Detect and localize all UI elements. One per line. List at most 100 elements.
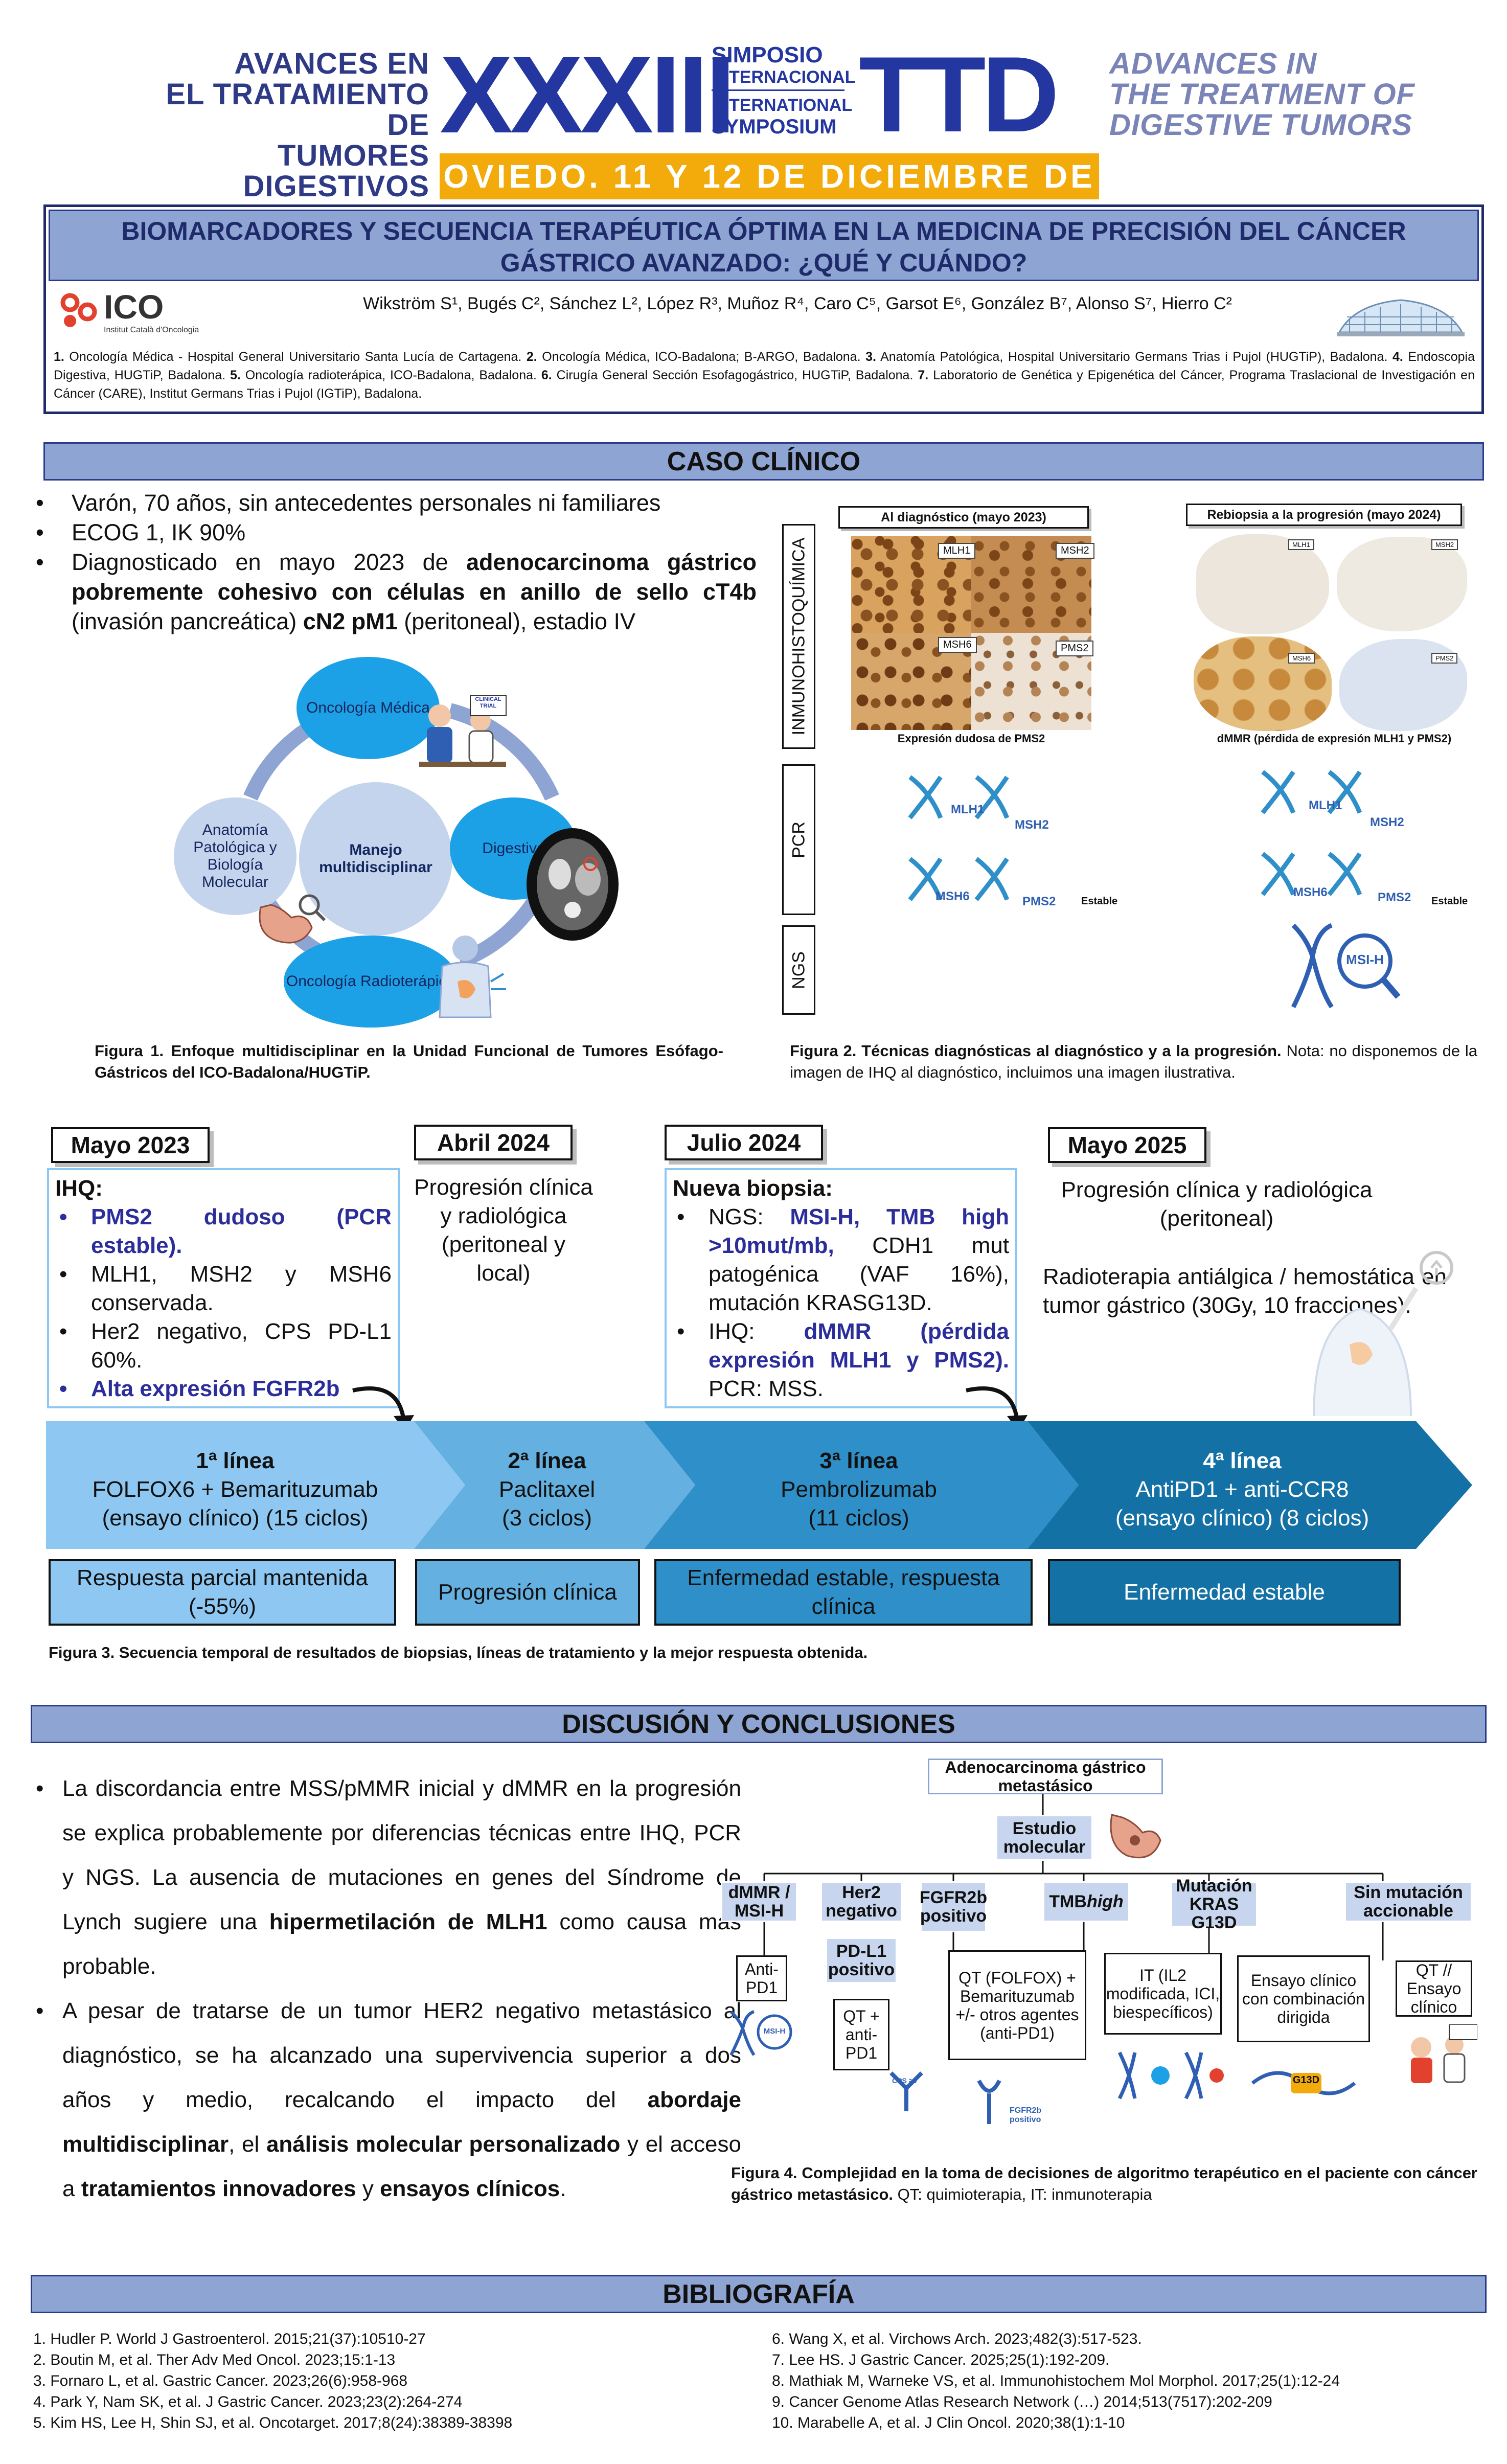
band-line-4 bbox=[1028, 1421, 1472, 1549]
timeline-event-may-2023: IHQ: PMS2 dudoso (PCR estable). MLH1, MS… bbox=[47, 1168, 400, 1408]
poster-title: BIOMARCADORES Y SECUENCIA TERAPÉUTICA ÓP… bbox=[49, 210, 1479, 281]
line-drug: Pembrolizumab bbox=[781, 1477, 937, 1502]
timeline-date-may-2023: Mayo 2023 bbox=[51, 1127, 210, 1163]
line-detail: (3 ciclos) bbox=[501, 1505, 592, 1531]
discussion-text-bold: abordaje multidisciplinar bbox=[62, 2087, 741, 2157]
simposio-line: SYMPOSIUM bbox=[712, 116, 837, 138]
band-line-1 bbox=[46, 1421, 465, 1549]
title-line: BIOMARCADORES Y SECUENCIA TERAPÉUTICA ÓP… bbox=[121, 217, 1406, 245]
header-right-text: ADVANCES IN THE TREATMENT OF DIGESTIVE T… bbox=[1109, 49, 1416, 141]
flow-her2: Her2 negativo bbox=[820, 1881, 902, 1922]
clinical-trial-icon bbox=[1411, 2024, 1477, 2083]
event-heading: IHQ: bbox=[55, 1176, 103, 1201]
stomach-icon bbox=[1110, 1814, 1161, 1859]
response-line-4: Enfermedad estable bbox=[1048, 1559, 1401, 1626]
affil-num: 6. bbox=[541, 368, 552, 382]
case-bullet: Varón, 70 años, sin antecedentes persona… bbox=[31, 488, 757, 518]
timeline-event-may-2025-b: Radioterapia antiálgica / hemostática en… bbox=[1043, 1264, 1447, 1318]
case-text: (invasión pancreática) bbox=[72, 608, 303, 634]
treatment-lines-band bbox=[46, 1421, 1472, 1549]
flow-out-qt-ensayo: QT // Ensayo clínico bbox=[1396, 1960, 1472, 2017]
timeline-date-jul-2024: Julio 2024 bbox=[665, 1125, 823, 1160]
pcr-label-mlh1: MLH1 bbox=[1309, 798, 1342, 812]
affil-text: Oncología radioterápica, ICO-Badalona, B… bbox=[240, 368, 541, 382]
ihc-label-mlh1: MLH1 bbox=[1288, 539, 1314, 550]
ihc-tissue bbox=[1194, 636, 1332, 731]
flow-tmb-label: TMB bbox=[1049, 1892, 1087, 1911]
line-detail: (ensayo clínico) (8 ciclos) bbox=[1115, 1505, 1369, 1531]
antibody-icon bbox=[889, 2071, 923, 2111]
figure-2-caption-bold: Figura 2. Técnicas diagnósticas al diagn… bbox=[790, 1042, 1282, 1060]
event-item: PMS2 dudoso (PCR estable). bbox=[55, 1203, 392, 1260]
reference-item: 4. Park Y, Nam SK, et al. J Gastric Canc… bbox=[33, 2393, 463, 2410]
cps-label: CPS ≥5 bbox=[892, 2077, 917, 2085]
fgfr2b-receptor-icon bbox=[977, 2080, 1001, 2124]
title-line: GÁSTRICO AVANZADO: ¿QUÉ Y CUÁNDO? bbox=[500, 248, 1028, 277]
event-item: Alta expresión FGFR2b bbox=[55, 1375, 392, 1403]
affil-text: Endoscopia Digestiva, HUGTiP, Badalona. bbox=[54, 350, 1475, 382]
flow-fgfr2b: FGFR2b positivo bbox=[920, 1881, 987, 1932]
flow-pdl1: PD-L1 positivo bbox=[826, 1937, 897, 1983]
ihc-label-msh6: MSH6 bbox=[938, 637, 977, 653]
figure-1-caption: Figura 1. Enfoque multidisciplinar en la… bbox=[95, 1040, 723, 1083]
treatment-line-3: 3ª línea Pembrolizumab (11 ciclos) bbox=[700, 1447, 1017, 1533]
discussion-text: como causa más probable. bbox=[62, 1909, 741, 1979]
discussion-text: y bbox=[356, 2176, 380, 2201]
flow-out-qt-folfox: QT (FOLFOX) + Bemarituzumab +/- otros ag… bbox=[948, 1950, 1086, 2060]
reference-item: 6. Wang X, et al. Virchows Arch. 2023;48… bbox=[772, 2331, 1142, 2347]
event-text: IHQ: bbox=[709, 1319, 804, 1344]
reference-item: 5. Kim HS, Lee H, Shin SJ, et al. Oncota… bbox=[33, 2414, 513, 2431]
header-right-line: ADVANCES IN bbox=[1109, 47, 1317, 80]
pcr-label-msh6: MSH6 bbox=[935, 889, 970, 903]
discussion-text: A pesar de tratarse de un tumor HER2 neg… bbox=[62, 1998, 741, 2112]
ico-logo-icon bbox=[60, 293, 97, 327]
pcr-label-msh6: MSH6 bbox=[1293, 885, 1328, 899]
flow-tmb-label-italic: high bbox=[1086, 1892, 1124, 1911]
affil-text: Oncología Médica - Hospital General Univ… bbox=[64, 350, 527, 364]
header-left-text: AVANCES EN EL TRATAMIENTO DE TUMORES DIG… bbox=[153, 49, 429, 202]
ihc-label-pms2: PMS2 bbox=[1056, 641, 1094, 656]
flow-root: Adenocarcinoma gástrico metastásico bbox=[928, 1758, 1163, 1795]
section-caso-clinico: CASO CLÍNICO bbox=[43, 442, 1484, 481]
kras-icon-label: G13D bbox=[1292, 2074, 1320, 2086]
line-drug: AntiPD1 + anti-CCR8 bbox=[1135, 1477, 1349, 1502]
msi-h-icon bbox=[729, 2010, 792, 2056]
figure-4-caption-bold: Figura 4. Complejidad en la toma de deci… bbox=[731, 2164, 1477, 2203]
affil-num: 2. bbox=[526, 350, 537, 364]
affil-text: Cirugía General Sección Esofagogástrico,… bbox=[552, 368, 918, 382]
response-line-1: Respuesta parcial mantenida (-55%) bbox=[49, 1559, 396, 1626]
response-line-2: Progresión clínica bbox=[415, 1559, 640, 1626]
timeline-date-may-2025: Mayo 2025 bbox=[1048, 1127, 1206, 1163]
title-frame bbox=[43, 204, 1484, 414]
simposio-label: SIMPOSIO INTERNACIONAL INTERNATIONAL SYM… bbox=[712, 43, 855, 138]
discussion-text-bold: hipermetilación de MLH1 bbox=[269, 1909, 547, 1934]
treatment-line-1: 1ª línea FOLFOX6 + Bemarituzumab (ensayo… bbox=[61, 1447, 409, 1533]
flow-tmb-high: TMB high bbox=[1043, 1881, 1130, 1922]
timeline-event-apr-2024: Progresión clínica y radiológica (perito… bbox=[414, 1175, 593, 1286]
ihc-label-msh2: MSH2 bbox=[1056, 543, 1094, 559]
event-text-highlight: MSI-H, TMB high >10mut/mb, bbox=[709, 1204, 1009, 1258]
ihc-label-mlh1: MLH1 bbox=[938, 543, 976, 559]
fig2-row-ihq: INMUNOHISTOQUÍMICA bbox=[782, 524, 815, 749]
header-left-line: EL TRATAMIENTO DE bbox=[166, 78, 429, 142]
case-text: (peritoneal), estadio IV bbox=[397, 608, 636, 634]
pcr-result-diagnosis: Estable bbox=[1081, 896, 1118, 907]
event-text: NGS: bbox=[709, 1204, 790, 1229]
affil-num: 7. bbox=[918, 368, 929, 382]
pcr-label-msh2: MSH2 bbox=[1370, 815, 1404, 829]
figure-2-caption: Figura 2. Técnicas diagnósticas al diagn… bbox=[790, 1040, 1477, 1083]
kras-g13d-icon bbox=[1251, 2071, 1356, 2095]
date-banner: OVIEDO. 11 Y 12 DE DICIEMBRE DE 2025 bbox=[440, 153, 1099, 241]
discussion-text: y el acceso a bbox=[62, 2132, 741, 2201]
ihc-label-msh2: MSH2 bbox=[1431, 539, 1458, 550]
timeline-event-may-2025-a: Progresión clínica y radiológica (perito… bbox=[1061, 1177, 1373, 1231]
fig2-row-pcr: PCR bbox=[782, 764, 815, 915]
bibliography-left: 1. Hudler P. World J Gastroenterol. 2015… bbox=[33, 2329, 749, 2433]
cycle-node-oncologia-medica: Oncología Médica bbox=[296, 657, 440, 759]
discussion-bullets: •La discordancia entre MSS/pMMR inicial … bbox=[31, 1766, 741, 2211]
reference-item: 9. Cancer Genome Atlas Research Network … bbox=[772, 2393, 1272, 2410]
discussion-text-bold: ensayos clínicos bbox=[380, 2176, 560, 2201]
clinical-trial-badge: CLINICAL TRIAL bbox=[475, 696, 501, 709]
case-bullet: ECOG 1, IK 90% bbox=[31, 518, 757, 547]
flow-kras: Mutación KRAS G13D bbox=[1171, 1877, 1258, 1932]
